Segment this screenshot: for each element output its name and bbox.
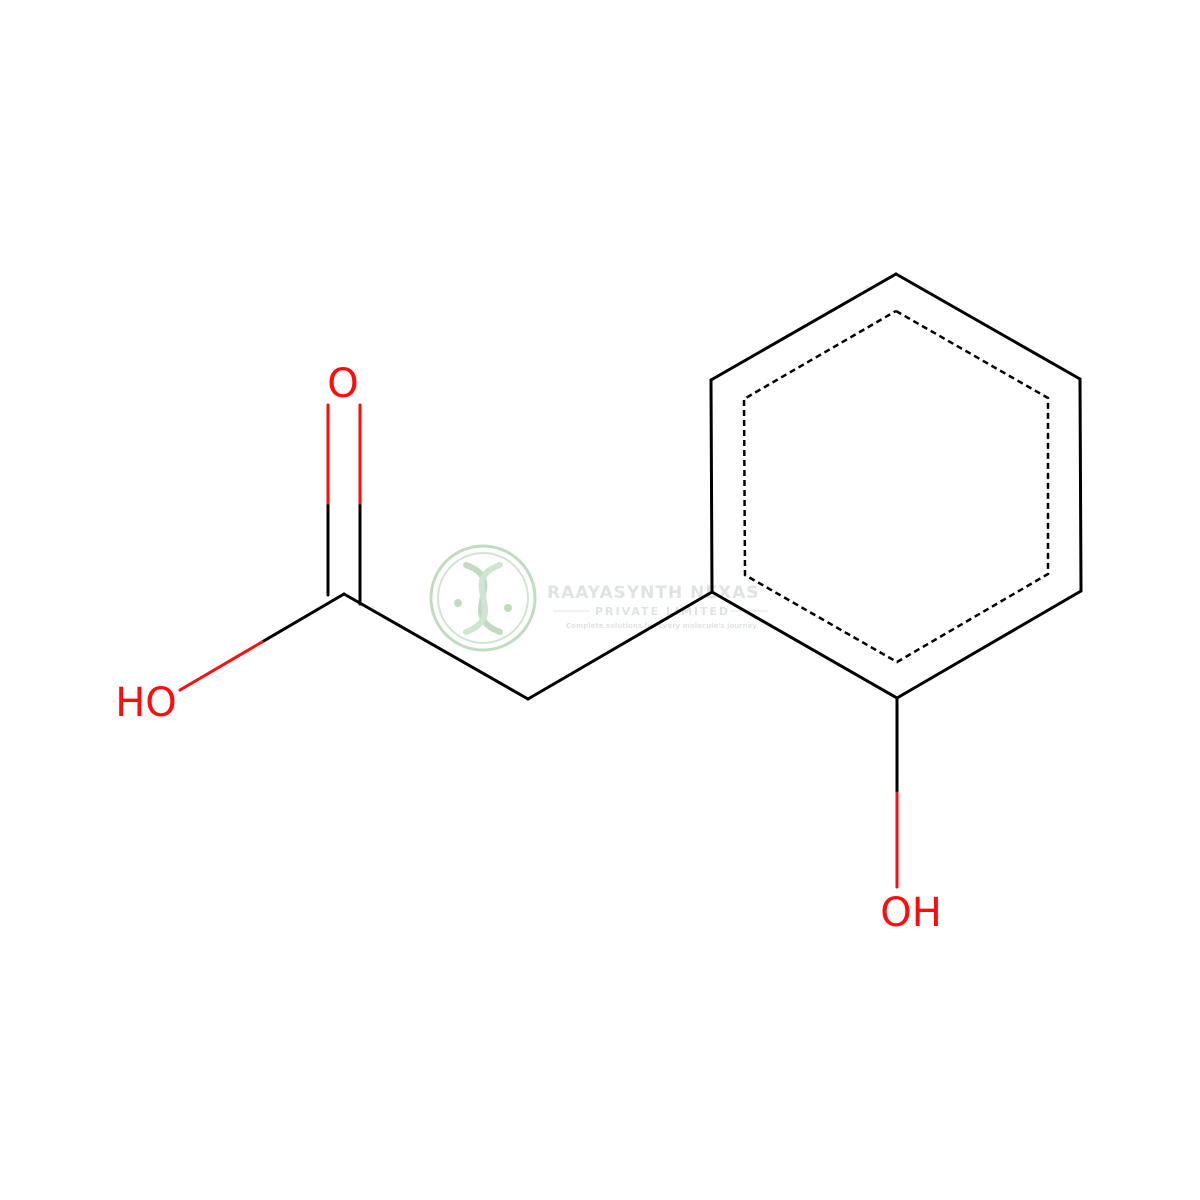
oxygen-bonds [178,403,899,889]
ring-bond [709,378,714,594]
bonds [260,272,1083,795]
ring-bond [1078,377,1083,593]
phenol-hydroxyl-label: OH [880,890,942,936]
ch2-carboxyl-bond [342,592,530,701]
aromatic-circle [742,309,1050,664]
dna-helix-icon [429,544,537,652]
acid-hydroxyl-label: HO [115,680,177,726]
ring-bond [710,590,899,700]
acid-oh-bond-red [178,640,264,692]
watermark-tagline: Complete solutions for every molecule's … [566,622,757,630]
ring-bond [895,589,1083,700]
watermark-company: RAAYASYNTH NEXAS [547,583,760,603]
aromatic-ring [742,309,1050,664]
ch2-bond [526,590,714,701]
c-oh-bond [260,592,346,644]
watermark-subtitle: PRIVATE LIMITED [595,605,730,618]
watermark: RAAYASYNTH NEXAS PRIVATE LIMITED Complet… [429,544,768,652]
carbonyl-oxygen-label: O [327,361,358,407]
ring-bond [894,272,1082,381]
ring-bond [709,272,898,382]
